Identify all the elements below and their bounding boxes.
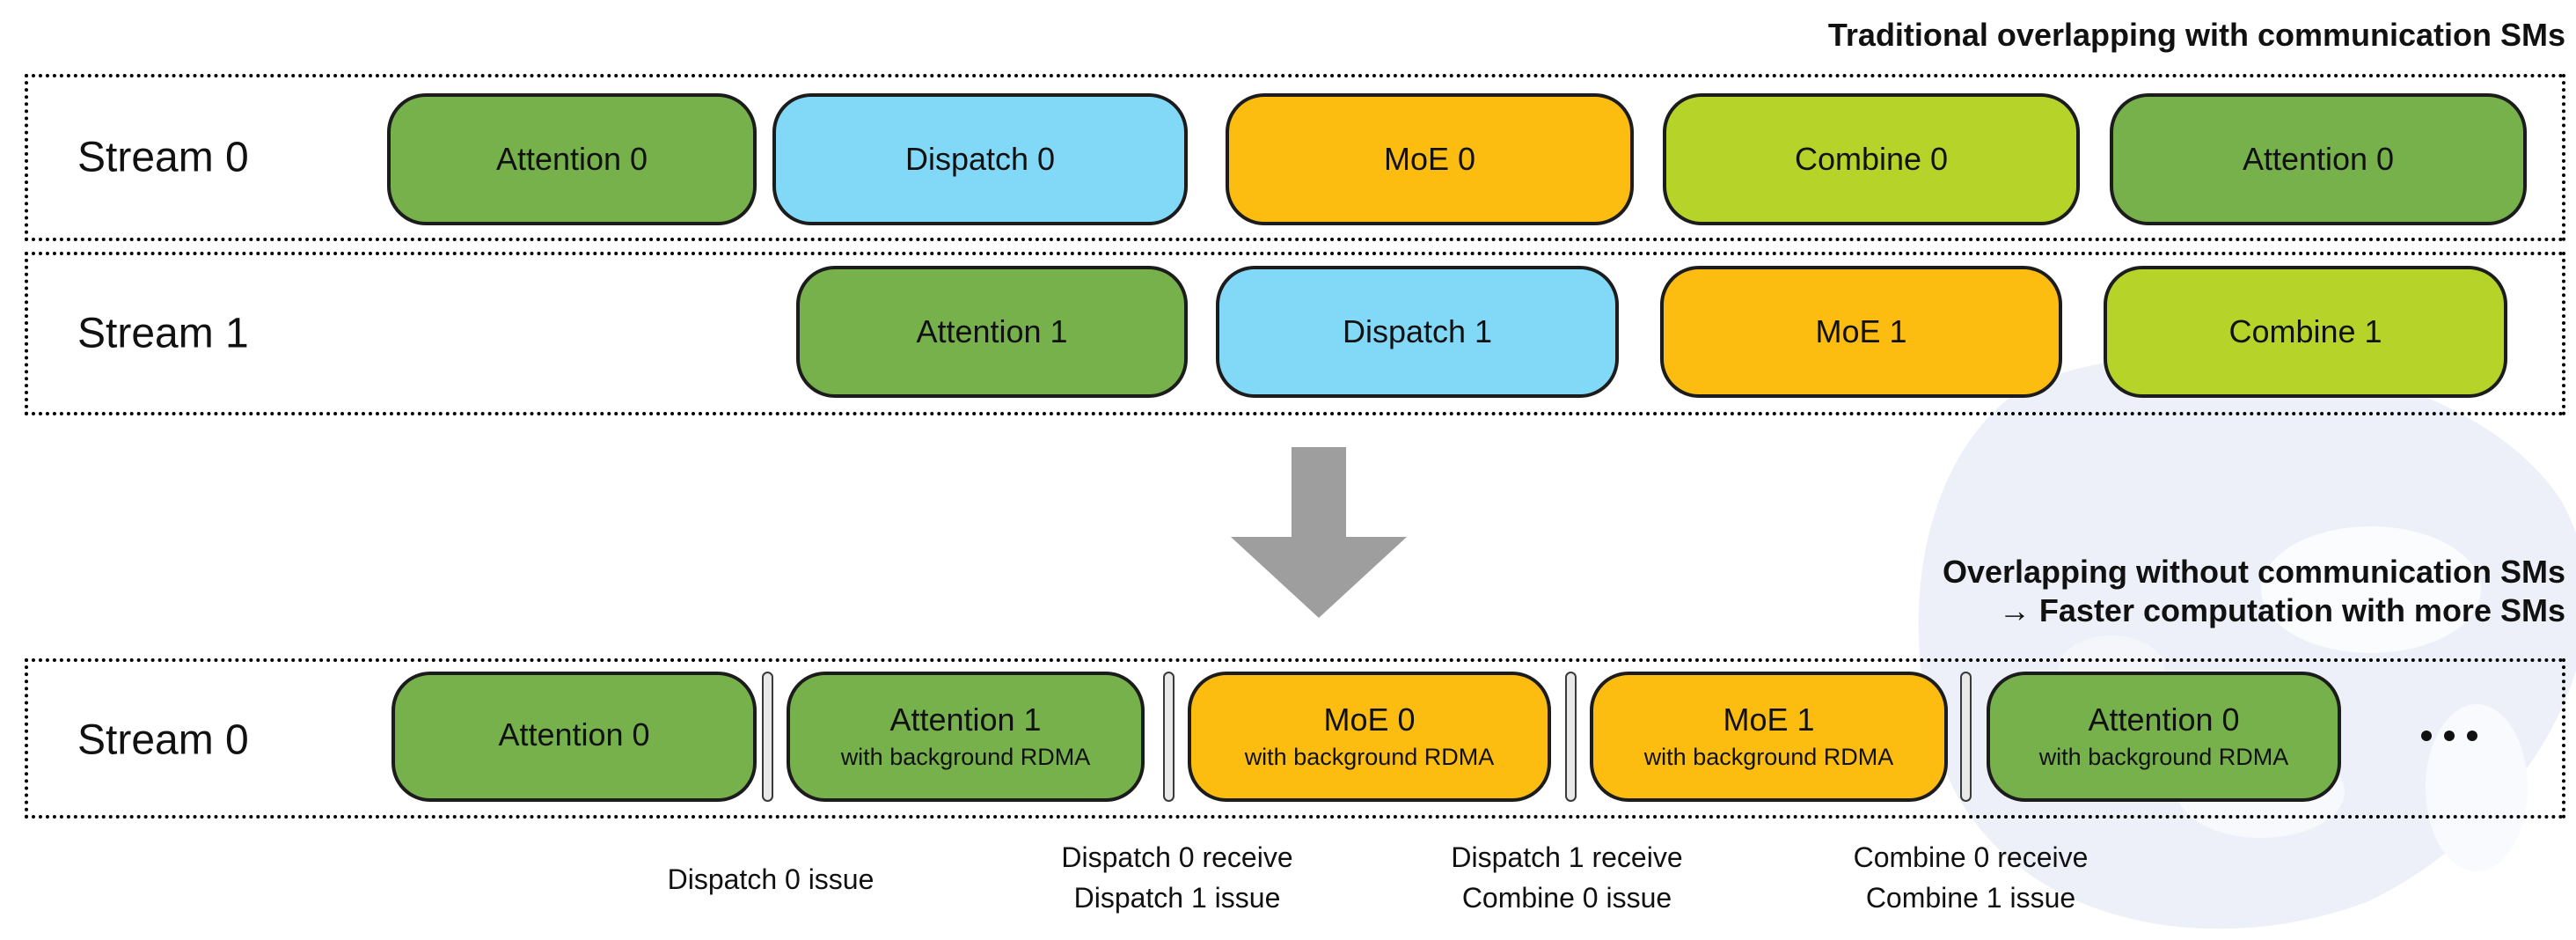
block-label: MoE 0 — [1323, 701, 1416, 738]
annotation-line: Dispatch 0 issue — [667, 863, 875, 895]
stream0-top-box — [25, 74, 2565, 241]
block-moe0-row0: MoE 0 — [1226, 93, 1634, 225]
block-sublabel: with background RDMA — [840, 744, 1091, 770]
ellipsis-dot — [2467, 731, 2477, 741]
block-attention0-row2: Attention 0 — [392, 672, 757, 802]
stream1-label: Stream 1 — [77, 310, 249, 357]
annotation-line: Combine 1 issue — [1865, 882, 2076, 914]
block-label: MoE 1 — [1723, 701, 1815, 738]
annotation-dispatch1-receive: Dispatch 1 receive Combine 0 issue — [1451, 837, 1682, 918]
annotation-dispatch0-issue: Dispatch 0 issue — [668, 859, 875, 900]
block-attention0b-row2: Attention 0 with background RDMA — [1987, 672, 2341, 802]
down-arrow-head-icon — [1231, 537, 1407, 618]
bottom-section-title-line2: → Faster computation with more SMs — [1998, 592, 2565, 628]
block-sublabel: with background RDMA — [1244, 744, 1495, 770]
block-attention0-row0: Attention 0 — [387, 93, 757, 225]
top-section-title: Traditional overlapping with communicati… — [1827, 17, 2565, 53]
block-label: Attention 0 — [2088, 701, 2240, 738]
annotation-dispatch0-receive: Dispatch 0 receive Dispatch 1 issue — [1061, 837, 1292, 918]
block-moe1-row2: MoE 1 with background RDMA — [1590, 672, 1948, 802]
block-attention1-row2: Attention 1 with background RDMA — [787, 672, 1145, 802]
bottom-section-title: Overlapping without communication SMs → … — [1943, 553, 2565, 630]
annotation-line: Dispatch 0 receive — [1061, 841, 1293, 873]
annotation-line: Combine 0 issue — [1461, 882, 1672, 914]
block-attention0b-row0: Attention 0 — [2110, 93, 2527, 225]
bottom-section-title-line1: Overlapping without communication SMs — [1942, 554, 2565, 590]
stream-separator-3 — [1565, 672, 1577, 802]
ellipsis-dot — [2444, 731, 2455, 741]
block-dispatch1-row1: Dispatch 1 — [1216, 266, 1619, 398]
annotation-line: Dispatch 1 issue — [1073, 882, 1281, 914]
stream0-bottom-label: Stream 0 — [77, 716, 249, 764]
ellipsis-dot — [2421, 731, 2432, 741]
stream-separator-1 — [762, 672, 773, 802]
block-dispatch0-row0: Dispatch 0 — [772, 93, 1188, 225]
annotation-combine0-receive: Combine 0 receive Combine 1 issue — [1854, 837, 2089, 918]
stream-separator-4 — [1960, 672, 1972, 802]
block-moe1-row1: MoE 1 — [1660, 266, 2062, 398]
block-combine0-row0: Combine 0 — [1663, 93, 2080, 225]
block-combine1-row1: Combine 1 — [2104, 266, 2507, 398]
block-moe0-row2: MoE 0 with background RDMA — [1188, 672, 1551, 802]
annotation-line: Dispatch 1 receive — [1451, 841, 1683, 873]
down-arrow-icon — [1292, 447, 1346, 539]
stream0-bottom-box — [25, 658, 2565, 819]
block-label: Attention 1 — [889, 701, 1042, 738]
stream-separator-2 — [1163, 672, 1175, 802]
block-attention1-row1: Attention 1 — [796, 266, 1188, 398]
block-sublabel: with background RDMA — [1643, 744, 1894, 770]
stream1-box — [25, 252, 2565, 415]
annotation-line: Combine 0 receive — [1853, 841, 2089, 873]
block-label: Attention 0 — [498, 716, 650, 753]
stream0-top-label: Stream 0 — [77, 134, 249, 181]
block-sublabel: with background RDMA — [2038, 744, 2289, 770]
ellipsis-icon — [2421, 731, 2477, 741]
